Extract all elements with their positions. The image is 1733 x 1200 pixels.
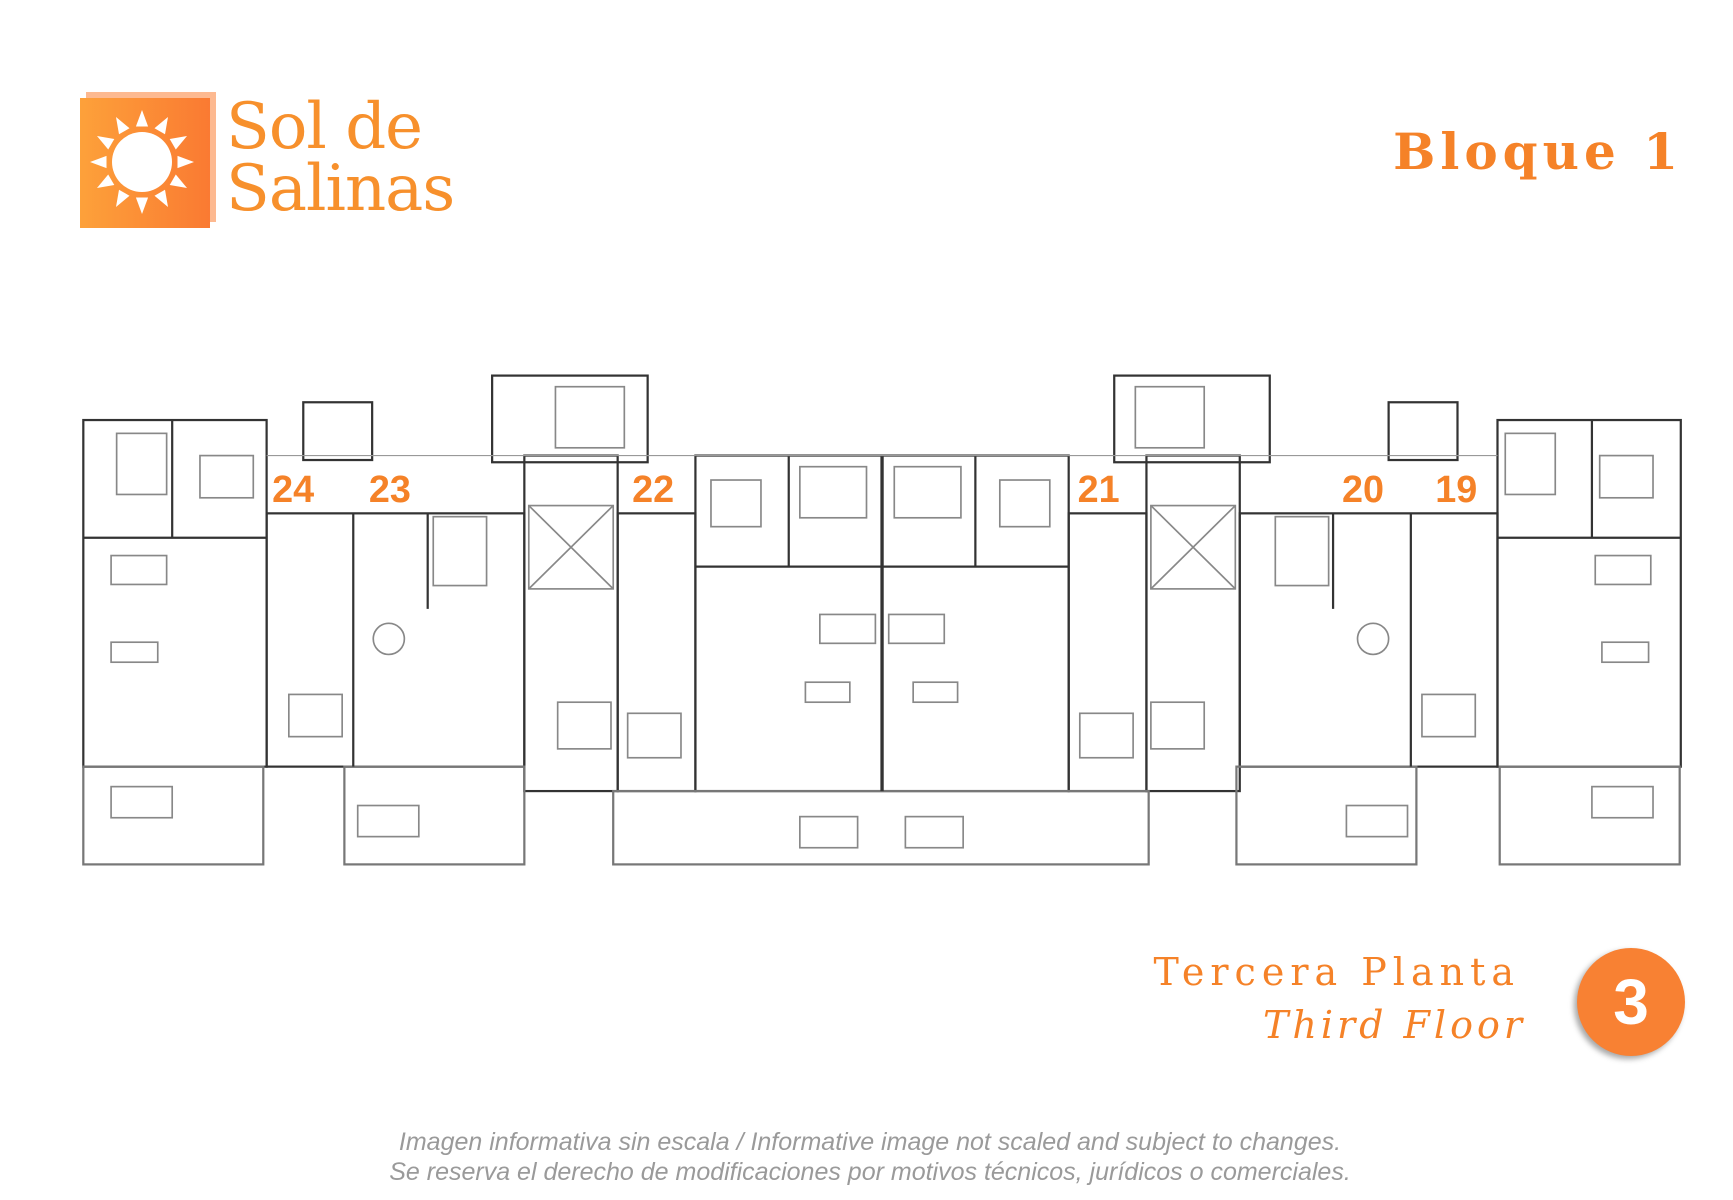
unit-number-20: 20: [1342, 469, 1384, 511]
sun-ray: [116, 117, 130, 135]
logo-mark: [80, 98, 210, 228]
sun-ray: [177, 155, 194, 169]
sun-ray: [169, 174, 187, 188]
plan-furniture: [110, 385, 1654, 849]
floor-label-english: Third Floor: [1263, 1003, 1526, 1047]
sun-ray: [90, 155, 107, 169]
logo-wordmark: Sol de Salinas: [226, 90, 455, 226]
unit-number-21: 21: [1078, 469, 1120, 511]
block-title: Bloque 1: [1393, 122, 1683, 181]
disclaimer-line-2: Se reserva el derecho de modificaciones …: [389, 1158, 1351, 1186]
sun-icon: [90, 110, 194, 214]
unit-number-23: 23: [369, 469, 411, 511]
sun-ray: [116, 189, 130, 207]
floor-number-badge: 3: [1577, 948, 1685, 1056]
sun-ray: [154, 189, 168, 207]
plan-walls: [82, 374, 1682, 866]
sun-ray: [135, 110, 149, 127]
sun-ray: [169, 136, 187, 150]
sun-ray: [97, 174, 115, 188]
unit-number-19: 19: [1435, 469, 1477, 511]
logo-line1: Sol de: [226, 90, 423, 164]
sun-ray: [154, 117, 168, 135]
sun-ray: [97, 136, 115, 150]
sun-ray: [135, 197, 149, 214]
disclaimer-line-1: Imagen informativa sin escala / Informat…: [398, 1128, 1342, 1156]
logo-line2: Salinas: [226, 152, 455, 226]
unit-number-22: 22: [632, 469, 674, 511]
floor-label-spanish: Tercera Planta: [1153, 950, 1520, 994]
unit-labels: 24 23 22 21 20 19: [272, 469, 1477, 511]
unit-number-24: 24: [272, 469, 314, 511]
